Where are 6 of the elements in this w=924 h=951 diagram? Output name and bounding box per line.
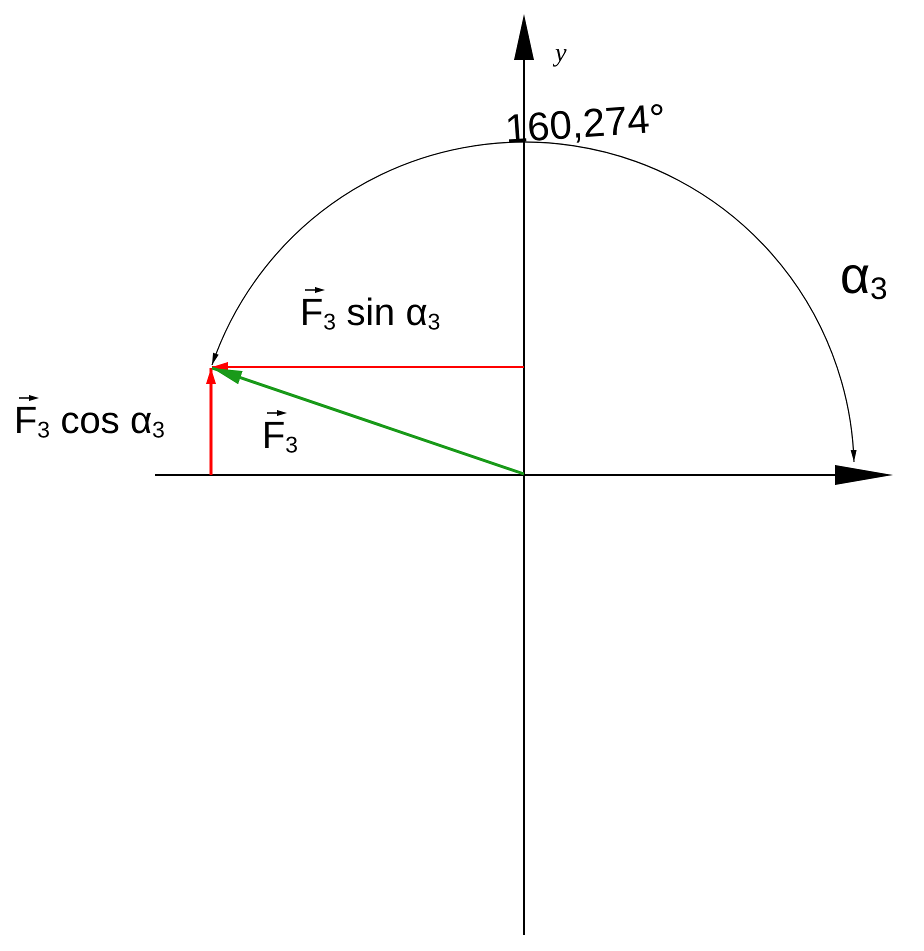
force-label: F$_{3}$	[262, 417, 298, 456]
axis-label: y	[555, 40, 567, 66]
component-label: F$_{3}$ sin α$_{3}$	[300, 294, 440, 334]
component-label: F$_{3}$ cos α$_{3}$	[14, 402, 165, 442]
angle-value: 160,274°	[504, 98, 667, 150]
angle-label: α$_{3}$	[840, 250, 888, 304]
